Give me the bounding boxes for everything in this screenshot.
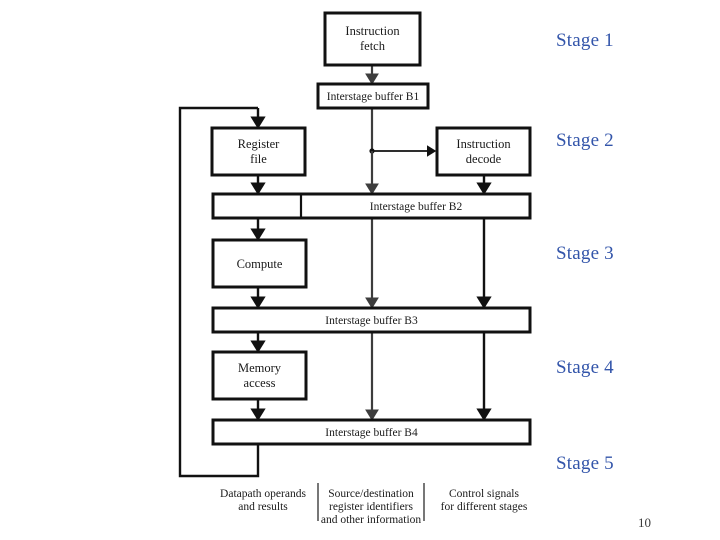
box-interstage-buffer-b4-label: Interstage buffer B4: [325, 427, 418, 439]
stage-label-1: Stage 1: [556, 30, 614, 51]
legend-registers-line3: and other information: [321, 514, 422, 526]
box-compute: [211, 238, 308, 289]
box-register-file-line1: Register: [238, 137, 280, 151]
box-interstage-buffer-b2: [211, 192, 532, 220]
box-compute-line1: Compute: [237, 257, 283, 271]
stage-label-4: Stage 4: [556, 357, 614, 378]
stage-label-5: Stage 5: [556, 453, 614, 474]
legend-control-line2: for different stages: [441, 501, 528, 513]
box-memory-access-line2: access: [244, 376, 276, 390]
box-register-file: [210, 126, 307, 177]
legend-datapath-line2: and results: [238, 501, 288, 513]
legend-registers-line1: Source/destination: [328, 488, 414, 500]
box-memory-access: [211, 350, 308, 401]
box-interstage-buffer-b1: [316, 82, 430, 110]
box-instruction-fetch: [323, 11, 422, 67]
legend-control-line1: Control signals: [449, 488, 519, 500]
box-interstage-buffer-b2-label: Interstage buffer B2: [370, 201, 463, 213]
box-interstage-buffer-b3-label: Interstage buffer B3: [325, 315, 418, 327]
box-instruction-fetch-line1: Instruction: [345, 24, 400, 38]
box-register-file-line2: file: [250, 152, 267, 166]
box-interstage-buffer-b4: [211, 418, 532, 446]
box-memory-access-line1: Memory: [238, 361, 282, 375]
legend-datapath-line1: Datapath operands: [220, 488, 306, 500]
box-instruction-fetch-line2: fetch: [360, 39, 386, 53]
legend-registers-line2: register identifiers: [329, 501, 414, 513]
stage-label-3: Stage 3: [556, 243, 614, 264]
box-instruction-decode-line2: decode: [466, 152, 502, 166]
box-instruction-decode-line1: Instruction: [456, 137, 511, 151]
box-instruction-decode: [435, 126, 532, 177]
page-number: 10: [638, 515, 651, 530]
stage-label-2: Stage 2: [556, 130, 614, 151]
box-interstage-buffer-b1-label: Interstage buffer B1: [327, 91, 420, 103]
box-interstage-buffer-b3: [211, 306, 532, 334]
feedback-loop-writeback: [178, 106, 260, 478]
